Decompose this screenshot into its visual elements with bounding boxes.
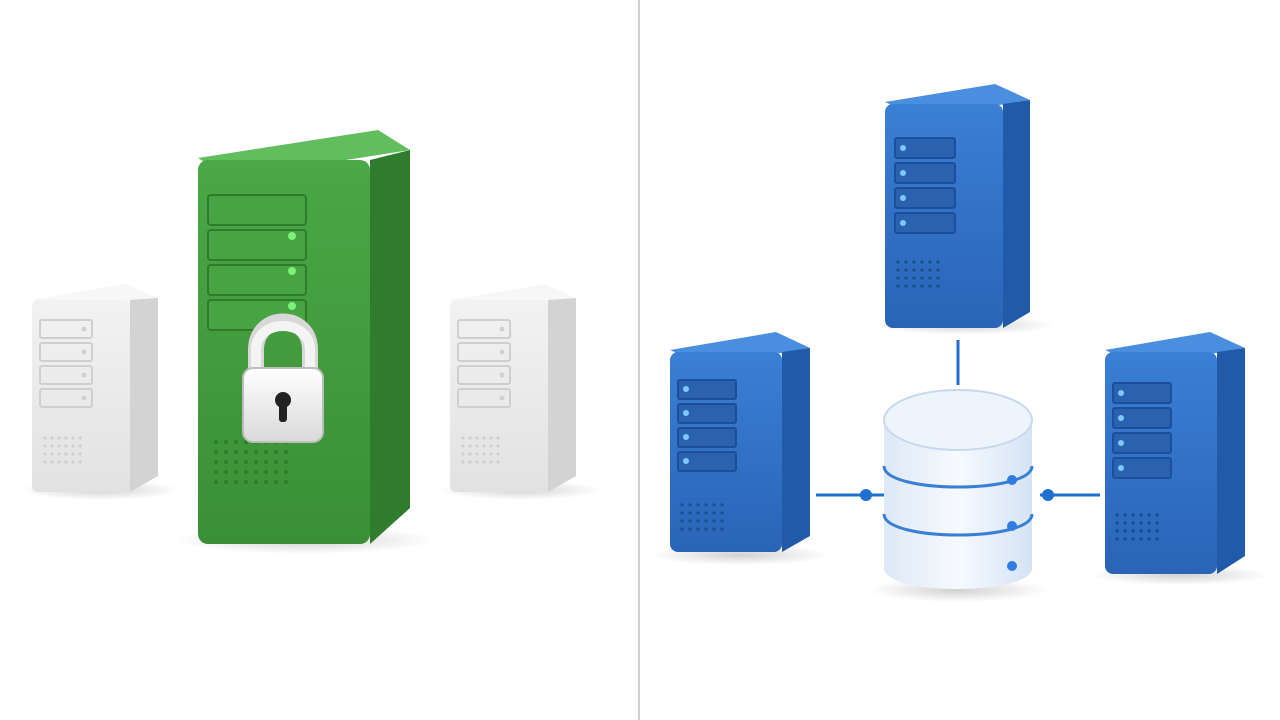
database-icon: [868, 389, 1048, 602]
status-led: [288, 232, 296, 310]
server-icon: [20, 284, 180, 500]
server-icon: [1090, 332, 1270, 585]
panel-divider: [638, 0, 640, 720]
connection-line: [816, 340, 1100, 501]
server-icon: [650, 332, 830, 565]
left-panel: [0, 0, 638, 720]
server-icon: [440, 284, 600, 500]
drive-bay: [207, 194, 307, 331]
server-icon: [875, 84, 1055, 335]
padlock-icon: [242, 313, 324, 443]
secure-server-icon: [175, 130, 435, 554]
secure-server-scene: [20, 130, 600, 554]
right-panel: [640, 0, 1280, 720]
distributed-database-scene: [650, 84, 1270, 602]
